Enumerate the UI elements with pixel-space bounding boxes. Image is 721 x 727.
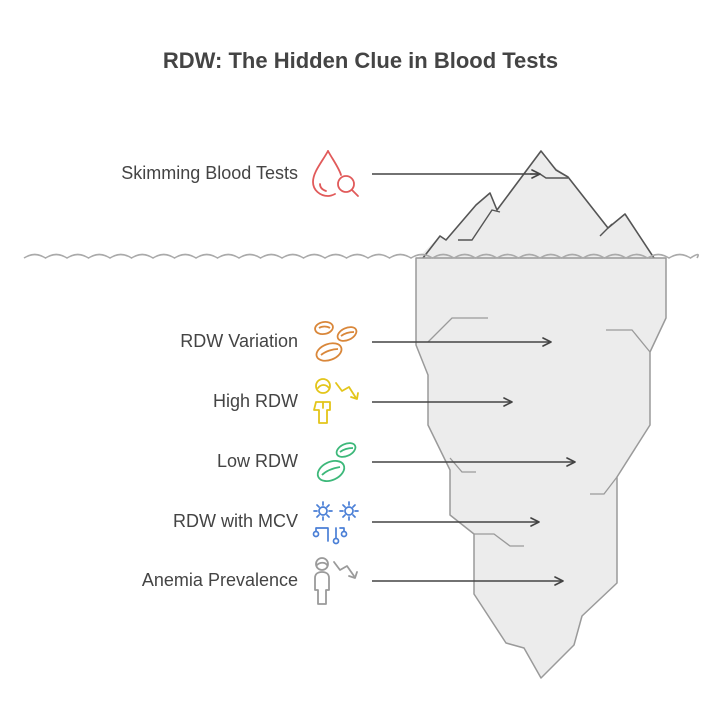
- iceberg-tip-facet: [458, 209, 501, 241]
- iceberg-body-facet: [590, 476, 618, 495]
- red-blood-cells-icon: [314, 320, 358, 362]
- blood-cells-icon: [316, 442, 357, 482]
- label-rdw-with-mcv: RDW with MCV: [173, 511, 298, 531]
- iceberg-body-facet: [606, 329, 651, 353]
- label-anemia-prevalence: Anemia Prevalence: [141, 570, 298, 590]
- blood-drop-magnifier-icon: [312, 150, 359, 197]
- iceberg-body: [415, 257, 667, 679]
- person-trend-down-icon: [314, 557, 358, 605]
- gears-circuit-icon: [312, 501, 359, 545]
- label-rdw-variation: RDW Variation: [180, 331, 298, 351]
- iceberg-body-facet: [427, 317, 488, 343]
- label-high-rdw: High RDW: [212, 391, 298, 411]
- label-low-rdw: Low RDW: [216, 451, 298, 471]
- iceberg-body-facet: [474, 533, 524, 547]
- iceberg-tip-facet: [599, 223, 613, 237]
- person-trend-down-icon: [313, 378, 359, 424]
- waterline: [23, 253, 699, 259]
- label-skimming-blood-tests: Skimming Blood Tests: [121, 163, 298, 183]
- iceberg-tip: [418, 151, 654, 258]
- arrows-layer: [372, 169, 576, 586]
- page-title: RDW: The Hidden Clue in Blood Tests: [162, 48, 559, 73]
